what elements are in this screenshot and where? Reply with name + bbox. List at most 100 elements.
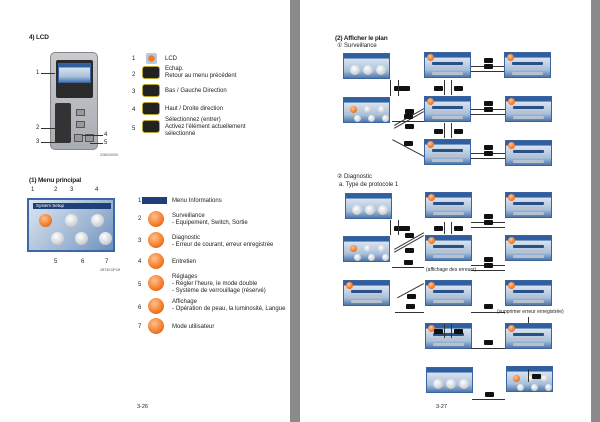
legend-text: sélectionné [165, 131, 196, 137]
screen-thumbnail [343, 236, 390, 262]
key-button-icon [484, 107, 493, 112]
screen-thumbnail [425, 235, 472, 261]
callout-6: 6 [81, 259, 85, 265]
screen-thumbnail [505, 323, 552, 349]
legend-text: Réglages [172, 274, 198, 280]
legend-text: Activez l'élément actuellement [165, 124, 246, 130]
key-button-icon [434, 128, 443, 134]
key-button-icon [454, 85, 463, 91]
page-number: 3-27 [436, 404, 448, 410]
flow-arrow [444, 80, 445, 95]
legend-text: - Système de verrouillage (réservé) [172, 288, 266, 294]
flow-arrow [390, 220, 391, 235]
key-button-icon [405, 304, 415, 309]
key-button-icon [434, 85, 443, 91]
flow-arrow [444, 123, 445, 138]
diagnostic-button [65, 214, 78, 227]
diagnostic-label: ② Diagnostic [337, 174, 373, 180]
flow-arrow [471, 348, 505, 349]
surveillance-button [39, 214, 52, 227]
lcd-screen [56, 60, 93, 98]
screen-thumbnail [424, 96, 471, 122]
flow-arrow [451, 222, 452, 234]
user-mode-button [99, 232, 112, 245]
flow-arrow [392, 267, 424, 268]
key-button-icon [454, 226, 463, 231]
display-button [75, 232, 88, 245]
key-button-icon [484, 151, 493, 156]
screen-thumbnail [345, 193, 392, 219]
maintenance-icon [148, 253, 164, 269]
key-button-icon [434, 329, 443, 334]
screen-thumbnail [343, 97, 390, 123]
legend-text: - Opération de peau, la luminosité, Lang… [172, 306, 286, 312]
screen-thumbnail [505, 235, 552, 261]
legend-num: 3 [132, 89, 136, 95]
down-left-key-icon [142, 84, 160, 97]
flow-arrow [451, 80, 452, 95]
key-button-icon [404, 260, 413, 265]
screen-thumbnail [343, 280, 390, 306]
legend-text: Echap. [165, 66, 184, 72]
diagnostic-icon [148, 232, 164, 248]
lcd-icon [146, 53, 157, 64]
legend-num: 6 [138, 305, 142, 311]
key-button-icon [405, 247, 414, 253]
user-mode-icon [148, 318, 164, 334]
flow-arrow [528, 369, 529, 382]
menu-section-title: (1) Menu principal [29, 177, 82, 184]
flow-arrow [471, 312, 505, 313]
key-button-icon [405, 123, 414, 129]
key-button-icon [454, 128, 463, 134]
screen-thumbnail [505, 280, 552, 306]
protocol-label: a. Type de protocole 1 [339, 182, 399, 188]
legend-num: 7 [138, 324, 142, 330]
key-button-icon [532, 373, 541, 379]
lcd-section-title: 4) LCD [29, 34, 49, 41]
flow-arrow [392, 121, 424, 122]
flow-arrow [471, 114, 505, 115]
flow-arrow [444, 324, 445, 338]
key-button-icon [483, 64, 493, 69]
legend-text: - Equipement, Switch, Sortie [172, 220, 248, 226]
legend-num: 5 [138, 282, 142, 288]
note-errors: (affichage des erreurs) [426, 267, 477, 273]
callout-5: 5 [104, 140, 108, 146]
callout-2: 2 [54, 187, 58, 193]
screen-thumbnail [424, 139, 471, 165]
display-icon [148, 298, 164, 314]
legend-text: Surveillance [172, 213, 205, 219]
key-button-icon [484, 101, 493, 106]
legend-text: LCD [165, 56, 178, 62]
legend-num: 2 [138, 216, 142, 222]
right-page: (2) Afficher le plan ① Surveillance ② Di… [300, 0, 591, 422]
esc-key-icon [142, 66, 160, 79]
key-button-icon [405, 232, 414, 238]
flow-arrow [398, 220, 399, 235]
flow-arrow [472, 399, 505, 400]
flow-arrow [528, 317, 529, 323]
figure-code: 2280X0009 [100, 153, 118, 157]
surveillance-label: ① Surveillance [337, 43, 377, 49]
key-button-icon [434, 226, 443, 231]
legend-text: - Erreur de courant, erreur enregistrée [172, 242, 274, 248]
legend-text: Haut / Droite direction [165, 106, 224, 112]
callout-1: 1 [31, 187, 35, 193]
screen-thumbnail [424, 52, 471, 78]
callout-4: 4 [95, 187, 99, 193]
note-delete: (supprimer erreur enregistrée) [497, 309, 564, 315]
settings-icon [148, 275, 164, 291]
callout-3: 3 [70, 187, 74, 193]
key-button-icon [484, 214, 493, 219]
screen-thumbnail [343, 53, 390, 79]
legend-text: Mode utilisateur [172, 324, 215, 330]
callout-5: 5 [54, 259, 58, 265]
key-button-icon [404, 140, 413, 146]
key-button-icon [484, 263, 493, 268]
enter-key-icon [142, 120, 160, 133]
legend-text: Affichage [172, 299, 197, 305]
flow-arrow [451, 123, 452, 138]
maintenance-button [91, 214, 104, 227]
screen-thumbnail [505, 192, 552, 218]
legend-text: Entretien [172, 259, 197, 265]
